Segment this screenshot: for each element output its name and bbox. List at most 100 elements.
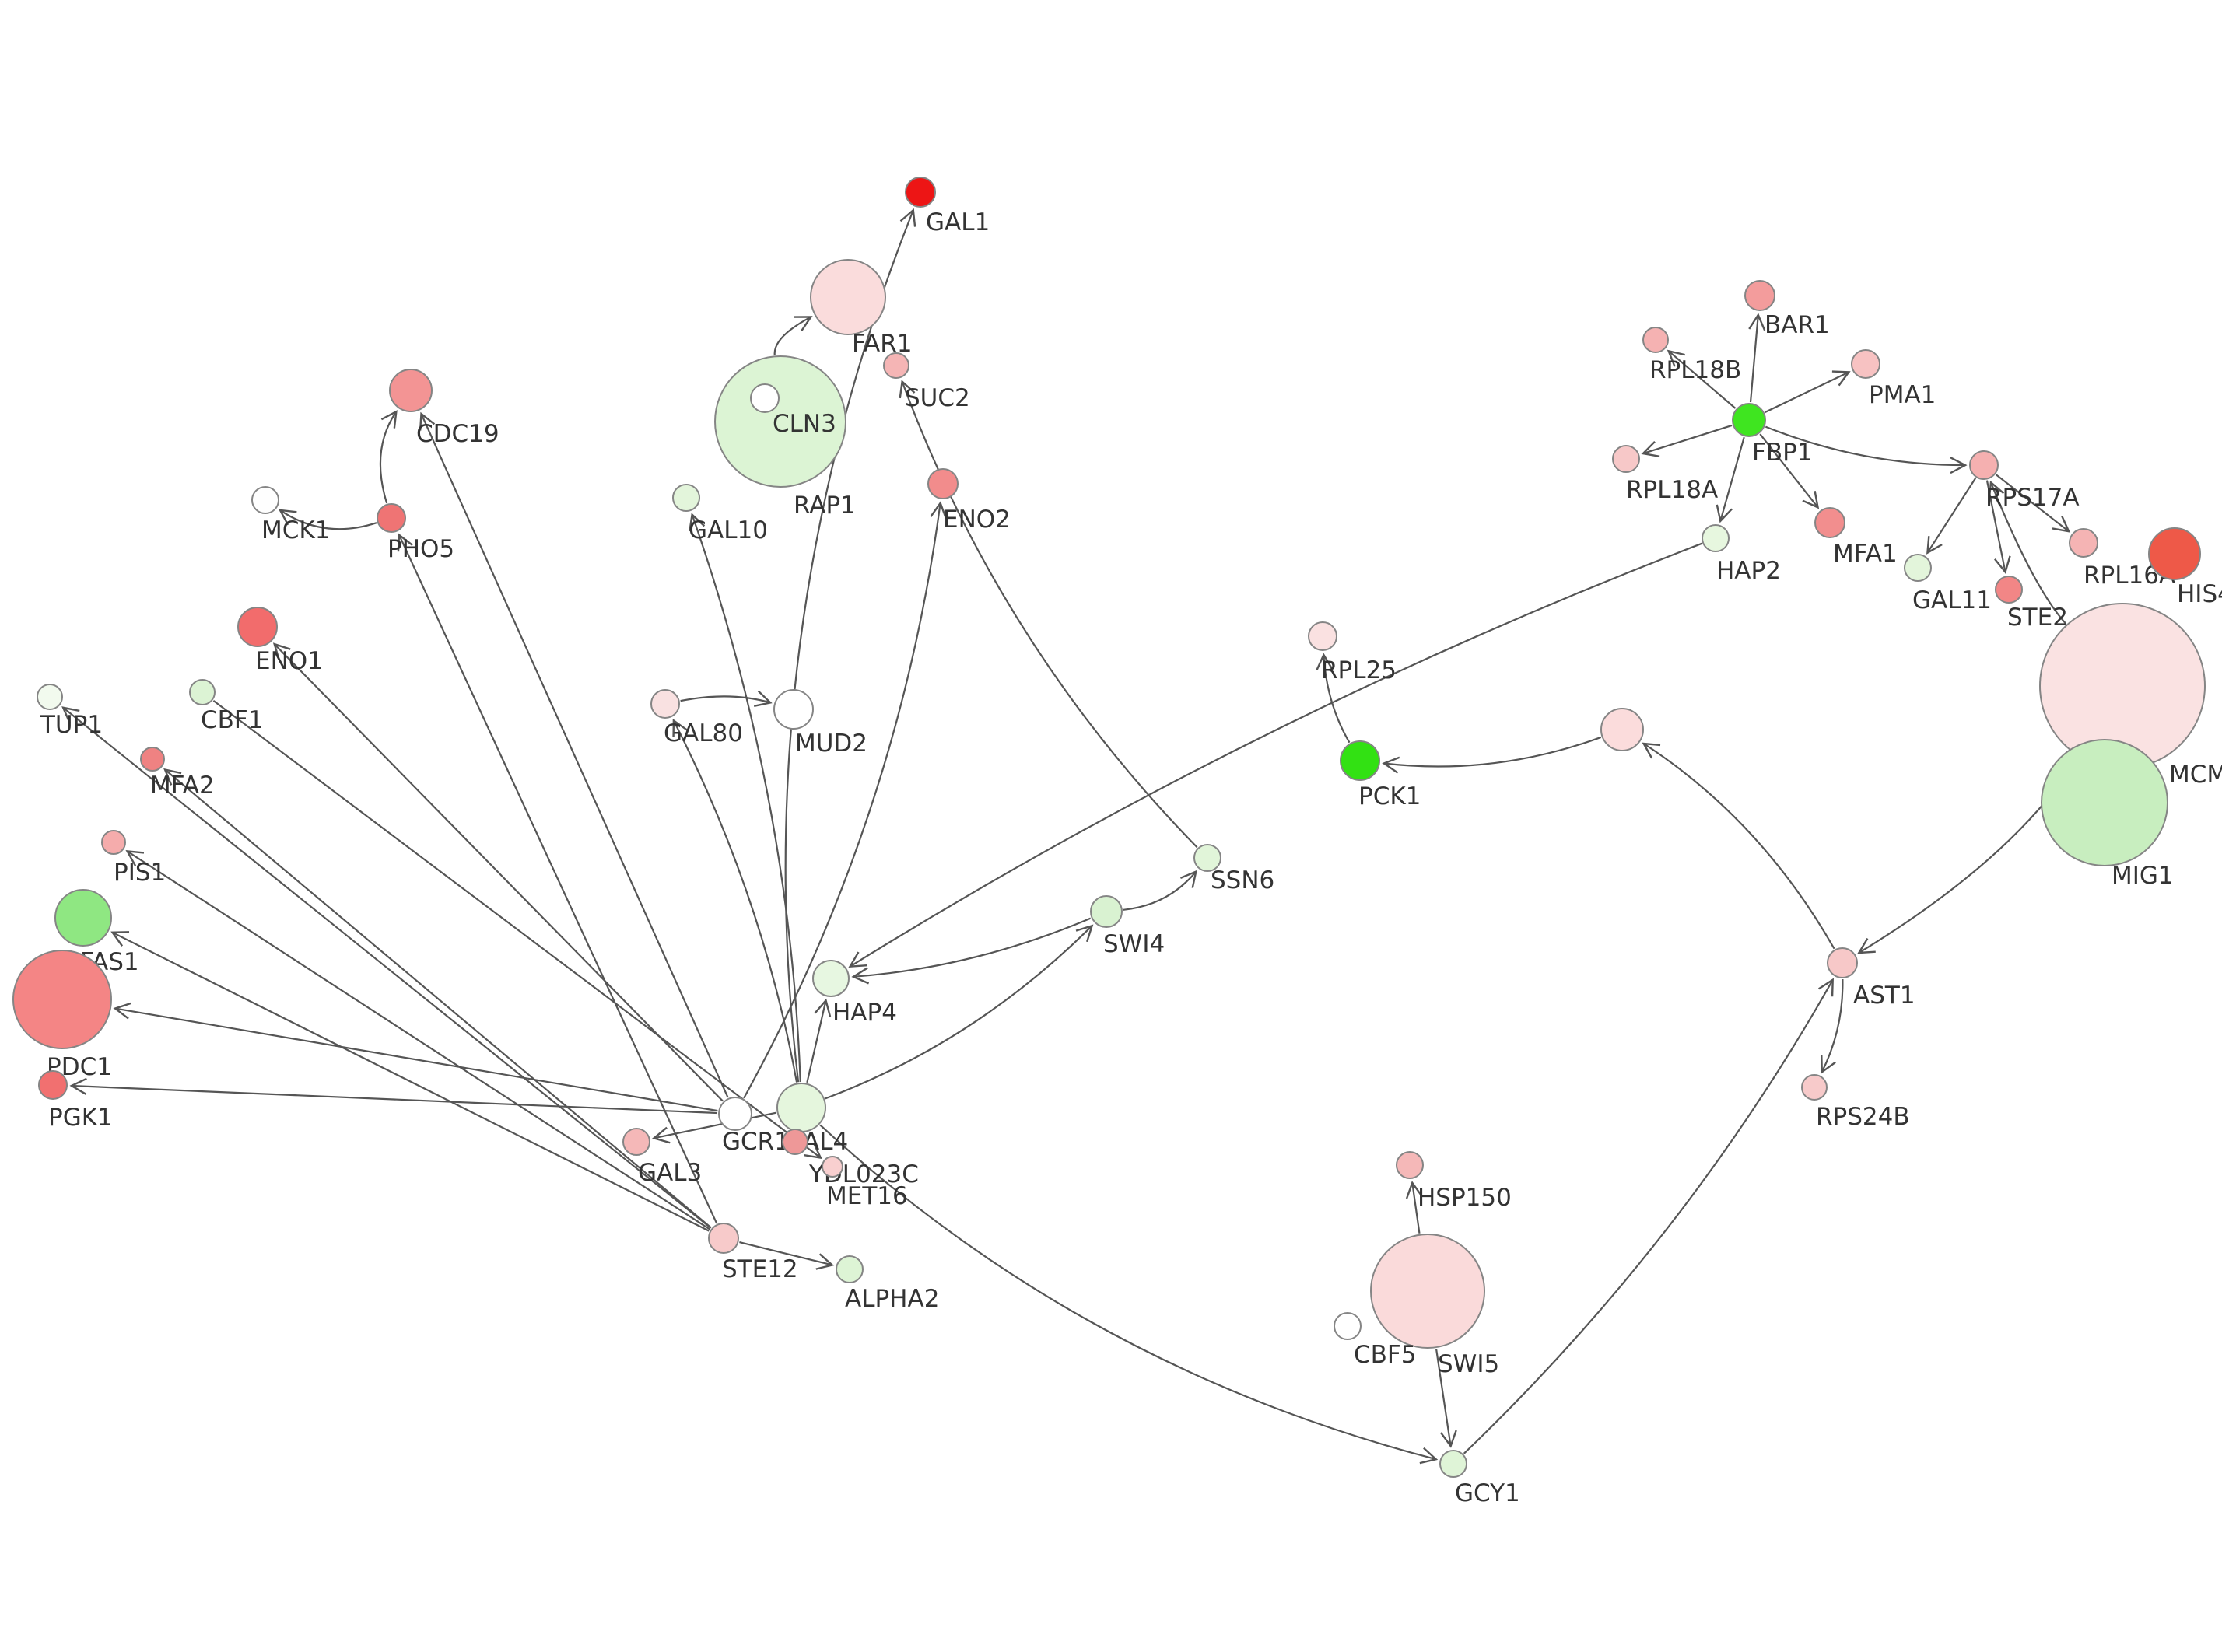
node-cbf5[interactable] — [1334, 1312, 1362, 1340]
node-swi5[interactable] — [1370, 1234, 1485, 1349]
node-hap2[interactable] — [1702, 524, 1730, 552]
edge-gal4-gcy1[interactable] — [819, 1124, 1439, 1465]
edge-ste12-mfa2[interactable] — [163, 768, 712, 1229]
edge-ste12-tup1[interactable] — [61, 706, 712, 1229]
edge-ste12-fas1[interactable] — [110, 931, 710, 1232]
node-cln3[interactable] — [714, 355, 846, 488]
node-rap1[interactable] — [750, 383, 780, 413]
edge-fbp1-hap2[interactable] — [1716, 436, 1745, 523]
node-gcr1[interactable] — [718, 1097, 752, 1131]
node-bar1[interactable] — [1744, 280, 1775, 311]
edge-gal4-gal80[interactable] — [672, 719, 798, 1083]
node-alpha2[interactable] — [836, 1255, 864, 1283]
node-rpl16a[interactable] — [2069, 528, 2098, 558]
node-gal1[interactable] — [905, 177, 936, 208]
edge-pho5-mck1[interactable] — [278, 509, 377, 530]
edge-swi5-gcy1[interactable] — [1435, 1349, 1457, 1448]
node-label-ste12: STE12 — [722, 1255, 798, 1283]
edge-hap2-hap4[interactable] — [848, 542, 1702, 968]
node-label-ssn6: SSN6 — [1211, 866, 1274, 894]
node-rps24b[interactable] — [1801, 1074, 1828, 1101]
node-pma1[interactable] — [1851, 349, 1880, 379]
node-label-mck1: MCK1 — [261, 516, 330, 544]
node-mfa1[interactable] — [1814, 507, 1845, 538]
edge-fbp1-pma1[interactable] — [1765, 370, 1851, 414]
edge-cln3-far1[interactable] — [773, 316, 813, 355]
node-n1[interactable] — [1600, 708, 1644, 751]
edge-rps17a-gal11[interactable] — [1926, 478, 1977, 555]
node-label-rpl18b: RPL18B — [1649, 356, 1741, 384]
node-met16[interactable] — [822, 1156, 843, 1178]
node-pis1[interactable] — [101, 830, 126, 855]
node-ssn6[interactable] — [1193, 844, 1221, 872]
node-fbp1[interactable] — [1732, 403, 1766, 437]
node-mfa2[interactable] — [140, 747, 165, 772]
edge-fbp1-mfa1[interactable] — [1759, 433, 1820, 509]
node-gal3[interactable] — [622, 1128, 650, 1156]
edge-gcr1-cdc19[interactable] — [419, 411, 729, 1098]
node-pho5[interactable] — [377, 503, 406, 533]
node-pck1[interactable] — [1340, 740, 1380, 781]
node-mig1[interactable] — [2041, 739, 2168, 866]
edge-mcm1-rps17a[interactable] — [1988, 480, 2067, 625]
node-tup1[interactable] — [37, 684, 63, 710]
node-gal10[interactable] — [672, 484, 700, 512]
edge-gcy1-ast1[interactable] — [1463, 978, 1834, 1454]
node-fas1[interactable] — [54, 889, 112, 947]
edge-gal4-hap4[interactable] — [806, 998, 832, 1083]
edge-gal4-gal1[interactable] — [784, 208, 916, 1083]
node-his4[interactable] — [2148, 527, 2201, 580]
node-rps17a[interactable] — [1969, 450, 1999, 480]
node-hap4[interactable] — [812, 960, 850, 997]
edge-n1-pck1[interactable] — [1382, 736, 1602, 774]
node-ydl023c[interactable] — [782, 1129, 808, 1155]
node-label-rpl18a: RPL18A — [1626, 476, 1718, 504]
edge-gal80-mud2[interactable] — [680, 690, 773, 707]
node-rpl25[interactable] — [1308, 621, 1337, 651]
edge-gal4-gal10[interactable] — [689, 513, 801, 1083]
node-pdc1[interactable] — [12, 950, 112, 1049]
node-rpl18a[interactable] — [1612, 445, 1640, 473]
edge-gal4-swi4[interactable] — [825, 924, 1094, 1100]
node-hsp150[interactable] — [1396, 1151, 1424, 1179]
node-pgk1[interactable] — [38, 1070, 68, 1100]
edge-pck1-rpl25[interactable] — [1316, 653, 1351, 744]
node-suc2[interactable] — [883, 352, 909, 379]
edge-fbp1-rpl18a[interactable] — [1641, 424, 1733, 458]
edge-ast1-n1[interactable] — [1642, 742, 1835, 950]
edge-gcr1-eno2[interactable] — [743, 501, 948, 1099]
edge-ste12-alpha2[interactable] — [739, 1241, 835, 1270]
node-ste12[interactable] — [708, 1223, 739, 1254]
node-eno1[interactable] — [237, 607, 278, 647]
edge-gcr1-pgk1[interactable] — [69, 1077, 718, 1115]
node-cdc19[interactable] — [389, 369, 433, 412]
node-cbf1[interactable] — [189, 679, 216, 705]
edge-cbf1-met16[interactable] — [212, 699, 822, 1160]
node-gcy1[interactable] — [1439, 1450, 1467, 1478]
node-ste2[interactable] — [1995, 576, 2023, 604]
node-mud2[interactable] — [773, 689, 814, 730]
node-swi4[interactable] — [1090, 895, 1123, 928]
node-gal4[interactable] — [776, 1083, 826, 1132]
edge-gcr1-pdc1[interactable] — [113, 1002, 718, 1112]
node-gal11[interactable] — [1904, 554, 1932, 582]
node-far1[interactable] — [810, 259, 886, 335]
edge-swi4-ssn6[interactable] — [1123, 870, 1197, 911]
edge-swi5-hsp150[interactable] — [1405, 1181, 1423, 1234]
edge-gal4-gal3[interactable] — [651, 1111, 776, 1144]
edge-fbp1-rps17a[interactable] — [1765, 425, 1968, 474]
edge-ssn6-suc2[interactable] — [899, 380, 1198, 849]
node-eno2[interactable] — [927, 468, 959, 499]
edge-fbp1-rpl18b[interactable] — [1666, 349, 1737, 409]
edge-ast1-rps24b[interactable] — [1821, 978, 1844, 1074]
edge-swi4-hap4[interactable] — [851, 917, 1092, 985]
node-gal80[interactable] — [650, 689, 680, 719]
node-rpl18b[interactable] — [1642, 327, 1669, 353]
node-ast1[interactable] — [1827, 947, 1858, 978]
node-mck1[interactable] — [251, 486, 279, 514]
edge-ste12-pis1[interactable] — [125, 850, 710, 1230]
edge-ste12-pho5[interactable] — [397, 533, 718, 1224]
node-label-gcy1: GCY1 — [1455, 1479, 1520, 1507]
edge-pho5-cdc19[interactable] — [379, 410, 398, 504]
edge-fbp1-bar1[interactable] — [1748, 313, 1766, 403]
